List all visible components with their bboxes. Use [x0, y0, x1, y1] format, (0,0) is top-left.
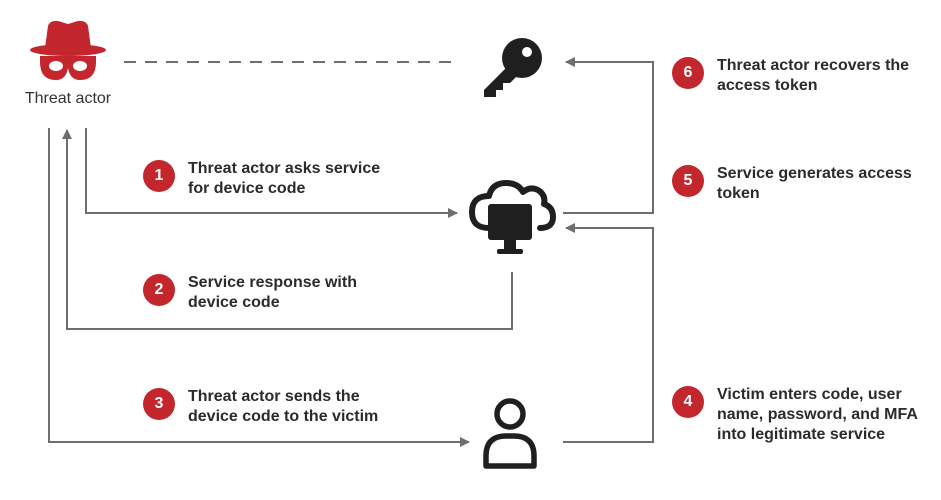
arrow-step-1	[85, 128, 458, 218]
step-4: 4 Victim enters code, user name, passwor…	[672, 386, 918, 445]
step-4-line-3: into legitimate service	[717, 426, 886, 443]
step-5-line-2: token	[717, 185, 760, 202]
step-1: 1 Threat actor asks service for device c…	[143, 160, 380, 199]
step-1-text: Threat actor asks service for device cod…	[188, 159, 380, 199]
step-4-line-1: Victim enters code, user	[717, 386, 902, 403]
step-6: 6 Threat actor recovers the access token	[672, 57, 909, 96]
step-2-text: Service response with device code	[188, 273, 357, 313]
step-1-line-2: for device code	[188, 180, 306, 197]
step-3-line-2: device code to the victim	[188, 408, 379, 425]
step-3-badge: 3	[143, 388, 175, 420]
step-5-badge: 5	[672, 165, 704, 197]
arrow-step-4	[563, 223, 654, 443]
step-3-line-1: Threat actor sends the	[188, 388, 360, 405]
step-4-badge: 4	[672, 386, 704, 418]
threat-actor-icon	[30, 20, 106, 80]
step-3: 3 Threat actor sends the device code to …	[143, 388, 378, 427]
step-1-badge: 1	[143, 160, 175, 192]
arrow-step-5-6	[563, 57, 654, 214]
step-2-line-2: device code	[188, 294, 280, 311]
arrow-step-3	[48, 128, 470, 447]
key-icon	[484, 38, 542, 97]
step-5-line-1: Service generates access	[717, 165, 912, 182]
step-2-line-1: Service response with	[188, 274, 357, 291]
step-1-line-1: Threat actor asks service	[188, 160, 381, 177]
arrow-step-2	[62, 129, 513, 330]
threat-actor-label: Threat actor	[24, 90, 112, 107]
step-3-text: Threat actor sends the device code to th…	[188, 387, 378, 427]
step-2: 2 Service response with device code	[143, 274, 357, 313]
step-6-line-1: Threat actor recovers the	[717, 57, 910, 74]
step-4-text: Victim enters code, user name, password,…	[717, 385, 918, 445]
step-2-badge: 2	[143, 274, 175, 306]
step-5: 5 Service generates access token	[672, 165, 912, 204]
cloud-monitor-icon	[469, 180, 556, 254]
step-4-line-2: name, password, and MFA	[717, 406, 918, 423]
step-6-line-2: access token	[717, 77, 818, 94]
step-6-text: Threat actor recovers the access token	[717, 56, 909, 96]
connectors	[48, 57, 654, 447]
user-icon	[483, 398, 537, 469]
step-6-badge: 6	[672, 57, 704, 89]
step-5-text: Service generates access token	[717, 164, 912, 204]
